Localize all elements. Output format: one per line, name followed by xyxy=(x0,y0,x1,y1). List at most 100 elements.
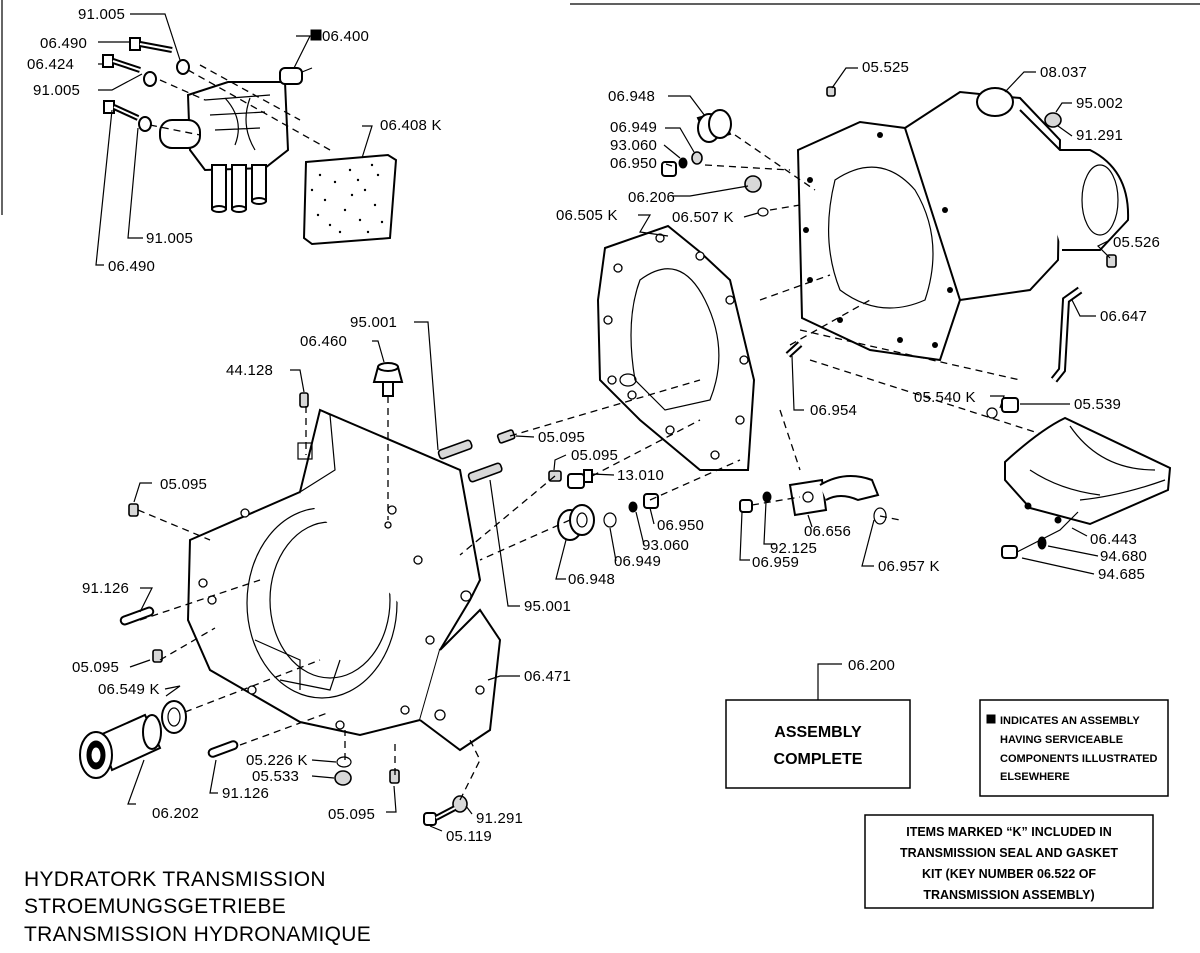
label-05119: 05.119 xyxy=(446,828,492,845)
label-06948: 06.948 xyxy=(568,571,615,588)
oring-05540k xyxy=(986,407,998,419)
label-06954: 06.954 xyxy=(810,402,857,419)
valve-body-sleeve xyxy=(159,119,201,149)
label-05533: 05.533 xyxy=(252,768,299,785)
label-06200: 06.200 xyxy=(848,657,895,674)
plug-44128 xyxy=(299,392,309,408)
label-05226k: 05.226 K xyxy=(246,752,308,769)
washer-93060-top xyxy=(678,157,688,169)
converter-housing-group xyxy=(704,86,1130,441)
label-06957k: 06.957 K xyxy=(878,558,940,575)
label-91005: 91.005 xyxy=(78,6,125,23)
separator-plate-06408k xyxy=(302,153,398,246)
legend-square-icon xyxy=(986,714,996,724)
kit-note-line1: ITEMS MARKED “K” INCLUDED IN xyxy=(906,825,1112,839)
label-05095: 05.095 xyxy=(538,429,585,446)
washer-93060-bottom xyxy=(628,501,638,513)
label-91126: 91.126 xyxy=(82,580,129,597)
gasket-06505k xyxy=(596,224,756,471)
label-05095: 05.095 xyxy=(571,447,618,464)
plug-05095-d xyxy=(152,649,163,663)
label-94685: 94.685 xyxy=(1098,566,1145,583)
label-06505k: 06.505 K xyxy=(556,207,618,224)
plug-05525 xyxy=(826,86,836,97)
label-05525: 05.525 xyxy=(862,59,909,76)
part-number-labels: 91.005 06.490 06.424 91.005 06.400 06.40… xyxy=(27,6,1160,845)
label-06400: 06.400 xyxy=(322,28,369,45)
label-93060: 93.060 xyxy=(610,137,657,154)
leaders-center xyxy=(127,321,655,832)
washer-91005-b xyxy=(143,71,157,87)
bolt-05119 xyxy=(423,805,457,826)
pin-91126-a xyxy=(119,606,155,626)
label-06949: 06.949 xyxy=(614,553,661,570)
label-06549k: 06.549 K xyxy=(98,681,160,698)
assembly-complete-line2: COMPLETE xyxy=(774,751,863,768)
legend-box xyxy=(979,699,1169,797)
label-06507k: 06.507 K xyxy=(672,209,734,226)
stud-95001-a xyxy=(437,439,473,460)
label-06471: 06.471 xyxy=(524,668,571,685)
tube-assembly-06656 xyxy=(788,475,880,517)
leaders-middle-right xyxy=(739,501,875,567)
label-06656: 06.656 xyxy=(804,523,851,540)
screw-06950-bottom xyxy=(643,493,659,509)
label-06408k: 06.408 K xyxy=(380,117,442,134)
label-06206: 06.206 xyxy=(628,189,675,206)
valve-body-group xyxy=(102,37,398,246)
label-06443: 06.443 xyxy=(1090,531,1137,548)
bolt-06959 xyxy=(739,499,753,513)
oring-06507k xyxy=(757,207,769,217)
title-french: TRANSMISSION HYDRONAMIQUE xyxy=(24,923,371,946)
bolt-94685 xyxy=(1001,545,1018,559)
bolt-06424 xyxy=(102,54,141,73)
label-06948: 06.948 xyxy=(608,88,655,105)
legend-line2: HAVING SERVICEABLE xyxy=(1000,734,1123,746)
label-92125: 92.125 xyxy=(770,540,817,557)
kit-note-line4: TRANSMISSION ASSEMBLY) xyxy=(923,888,1094,902)
label-08037: 08.037 xyxy=(1040,64,1087,81)
label-91005: 91.005 xyxy=(146,230,193,247)
bushing-06948-bottom xyxy=(557,504,595,541)
assembly-complete-box xyxy=(725,699,911,789)
label-05095: 05.095 xyxy=(328,806,375,823)
title-german: STROEMUNGSGETRIEBE xyxy=(24,895,286,918)
bolt-06490-a xyxy=(129,37,173,53)
washer-06949-bottom xyxy=(603,512,617,528)
oring-05226k xyxy=(336,756,352,768)
plug-05533 xyxy=(334,770,352,786)
assembly-complete-line1: ASSEMBLY xyxy=(774,724,862,741)
stud-95001-b xyxy=(467,462,503,483)
fitting-13010 xyxy=(567,469,593,489)
label-06949: 06.949 xyxy=(610,119,657,136)
solenoid-06400 xyxy=(279,67,303,85)
separator-plate-speckle xyxy=(310,163,384,234)
kit-note-line3: KIT (KEY NUMBER 06.522 OF xyxy=(922,867,1096,881)
label-06950: 06.950 xyxy=(657,517,704,534)
label-06202: 06.202 xyxy=(152,805,199,822)
legend-line3: COMPONENTS ILLUSTRATED xyxy=(1000,753,1158,765)
guard-06443 xyxy=(1004,416,1172,526)
washer-91291-b xyxy=(452,795,468,813)
serviceable-assembly-marker-06400 xyxy=(310,29,322,41)
leaders-top-left xyxy=(95,13,373,266)
washer-92125 xyxy=(762,491,772,503)
plug-05095-b xyxy=(496,429,516,444)
shaft-06202 xyxy=(79,713,162,779)
label-91005: 91.005 xyxy=(33,82,80,99)
label-06647: 06.647 xyxy=(1100,308,1147,325)
screw-06950-top xyxy=(661,161,677,177)
label-06460: 06.460 xyxy=(300,333,347,350)
label-06490: 06.490 xyxy=(40,35,87,52)
washer-91005-c xyxy=(138,116,152,132)
label-91126: 91.126 xyxy=(222,785,269,802)
seal-06549k xyxy=(161,700,187,734)
nut-95002 xyxy=(1044,112,1062,128)
label-05540k: 05.540 K xyxy=(914,389,976,406)
label-91291: 91.291 xyxy=(476,810,523,827)
kit-note-box xyxy=(864,814,1154,909)
label-44128: 44.128 xyxy=(226,362,273,379)
washer-06949-top xyxy=(691,151,703,165)
label-05539: 05.539 xyxy=(1074,396,1121,413)
